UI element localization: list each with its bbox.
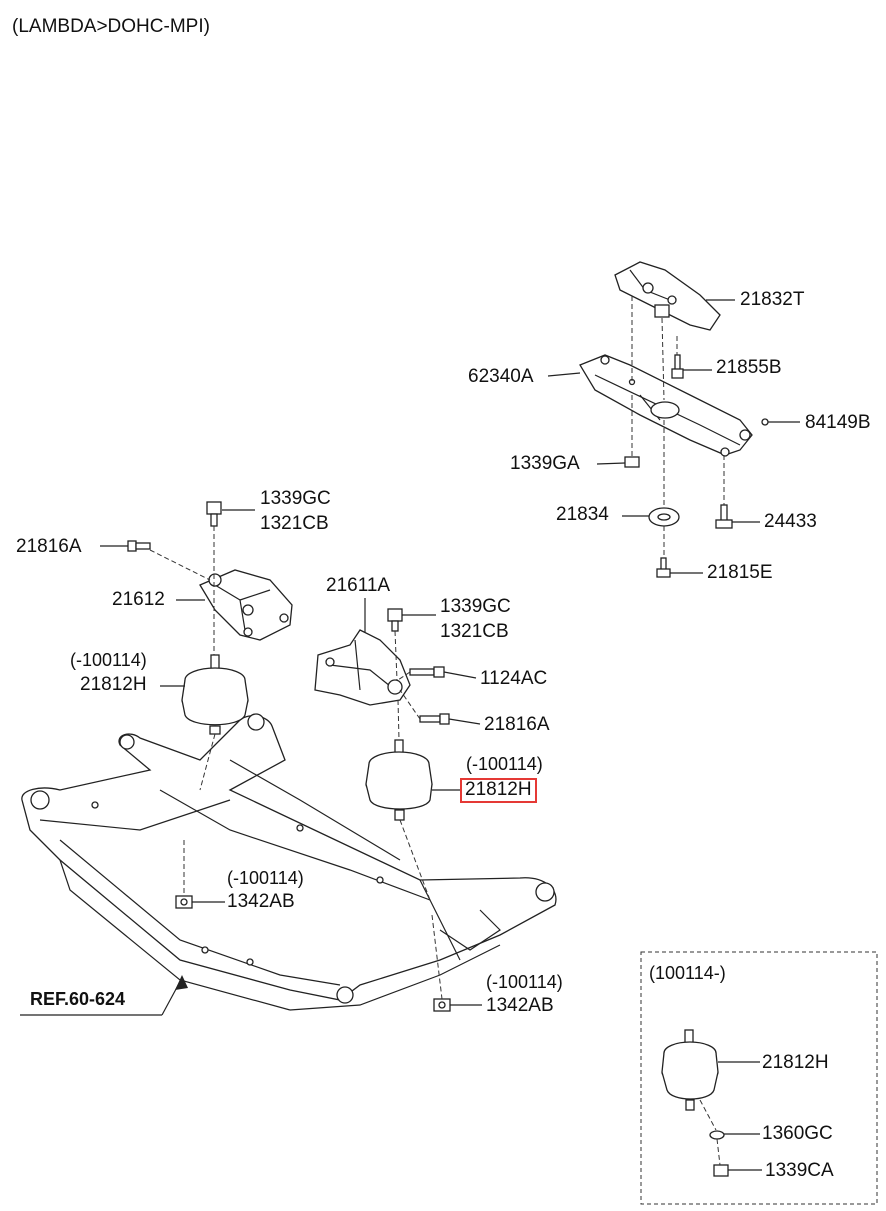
label-100114-d: (-100114) xyxy=(486,972,563,992)
label-21816a-right[interactable]: 21816A xyxy=(484,714,550,735)
washer-21834 xyxy=(648,507,680,527)
bracket-21612 xyxy=(199,569,293,641)
label-21812h-right-highlighted[interactable]: 21812H xyxy=(460,778,537,803)
nut-1342ab-left xyxy=(175,895,193,909)
label-21815e[interactable]: 21815E xyxy=(707,562,773,583)
bracket-21832t xyxy=(614,261,721,331)
label-21816a-left[interactable]: 21816A xyxy=(16,536,82,557)
reference-label[interactable]: REF.60-624 xyxy=(30,989,126,1009)
crossmember-62340a xyxy=(579,354,753,457)
inset-box xyxy=(640,951,878,1205)
label-100114-c: (-100114) xyxy=(227,868,304,888)
label-84149b[interactable]: 84149B xyxy=(805,412,871,433)
leader-lines xyxy=(100,299,800,1006)
label-100114-b: (-100114) xyxy=(466,754,543,774)
bolt-1339gc-left xyxy=(206,501,222,527)
bolt-24433 xyxy=(715,504,733,529)
mount-21812h-right xyxy=(365,739,433,821)
label-21612[interactable]: 21612 xyxy=(112,589,165,610)
label-1342ab-left[interactable]: 1342AB xyxy=(227,891,295,912)
bolt-21816a-left xyxy=(127,540,151,552)
bolt-1339gc-right xyxy=(387,608,403,632)
bolt-21815e xyxy=(656,557,671,578)
subframe xyxy=(21,713,557,1011)
ref-arrow xyxy=(20,975,188,1016)
label-24433[interactable]: 24433 xyxy=(764,511,817,532)
label-1321cb-right[interactable]: 1321CB xyxy=(440,621,509,642)
label-1339ga[interactable]: 1339GA xyxy=(510,453,580,474)
label-inset-21812h[interactable]: 21812H xyxy=(762,1052,829,1073)
bracket-21611a xyxy=(314,629,411,706)
mount-21812h-left xyxy=(181,654,249,735)
inset-mount-21812h xyxy=(661,1029,762,1177)
label-100114-a: (-100114) xyxy=(70,650,147,670)
label-21855b[interactable]: 21855B xyxy=(716,357,782,378)
inset-title: (100114-) xyxy=(649,963,726,983)
assembly-lines xyxy=(149,296,725,1000)
label-1321cb-left[interactable]: 1321CB xyxy=(260,513,329,534)
label-1124ac[interactable]: 1124AC xyxy=(480,668,548,689)
diagram-title: (LAMBDA>DOHC-MPI) xyxy=(12,16,210,37)
label-21812h-left[interactable]: 21812H xyxy=(80,674,147,695)
label-inset-1360gc[interactable]: 1360GC xyxy=(762,1123,833,1144)
bolt-1124ac xyxy=(409,666,445,678)
label-21832t[interactable]: 21832T xyxy=(740,289,805,310)
label-62340a[interactable]: 62340A xyxy=(468,366,534,387)
label-1342ab-right[interactable]: 1342AB xyxy=(486,995,554,1016)
nut-1339ga xyxy=(624,456,640,468)
label-1339gc-right[interactable]: 1339GC xyxy=(440,596,511,617)
label-21611a[interactable]: 21611A xyxy=(326,575,391,596)
clip-84149b xyxy=(761,418,769,426)
bolt-21816a-right xyxy=(419,713,450,725)
bolt-21855b xyxy=(671,354,684,379)
label-inset-1339ca[interactable]: 1339CA xyxy=(765,1160,834,1181)
label-1339gc-left[interactable]: 1339GC xyxy=(260,488,331,509)
label-21834[interactable]: 21834 xyxy=(556,504,609,525)
nut-1342ab-right xyxy=(433,998,451,1012)
